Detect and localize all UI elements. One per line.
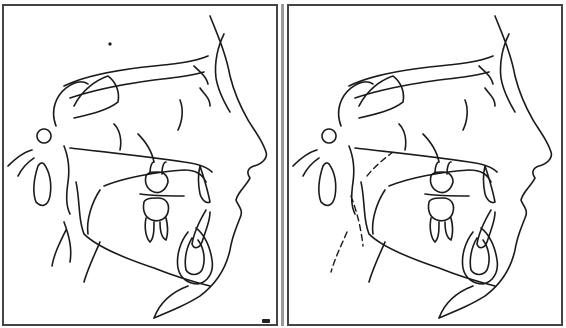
neck-line	[439, 286, 473, 318]
condyle-neck	[64, 146, 70, 214]
ramus-dashed	[367, 152, 393, 176]
condyle-neck	[349, 146, 355, 214]
cephalometric-tracing-left	[4, 6, 276, 324]
tracing-left-lines	[8, 16, 266, 318]
mastoid	[319, 163, 336, 205]
occlusal-line	[140, 194, 184, 196]
lower-molar	[428, 198, 453, 221]
mandible-front	[88, 190, 100, 234]
cranial-base-upper	[64, 56, 208, 86]
pharynx-line	[84, 242, 100, 282]
pharynx-line	[369, 242, 385, 282]
pterygoid	[399, 124, 406, 150]
tracing-right-lines	[293, 16, 551, 318]
corner-mark	[262, 319, 270, 323]
lower-molar-roots	[145, 218, 167, 242]
cranial-base-upper	[349, 56, 493, 86]
nasal-line	[215, 34, 230, 112]
neck-line	[154, 286, 188, 318]
occipital-arc	[8, 150, 34, 176]
mandible-front	[373, 190, 385, 234]
palatal-plane	[70, 148, 212, 172]
orbital-rim	[463, 100, 467, 130]
gonial-angle-dashed	[331, 196, 363, 272]
lower-molar-roots	[430, 218, 452, 242]
porion-ring	[37, 129, 51, 143]
symphysis-outer	[177, 228, 212, 284]
occlusal-line	[425, 194, 469, 196]
upper-incisor	[484, 166, 496, 203]
orbital-rim	[178, 100, 182, 130]
skull-outline	[54, 82, 88, 126]
gonial-angle	[52, 222, 71, 266]
cephalometric-tracing-right	[289, 6, 561, 324]
mastoid	[34, 163, 51, 205]
porion-ring	[322, 129, 336, 143]
upper-incisor	[199, 166, 211, 203]
cephalometric-tracing-panel-right	[287, 4, 563, 326]
skull-outline	[339, 82, 373, 126]
occipital-arc	[293, 150, 319, 176]
panel-divider	[281, 4, 284, 326]
nasal-line	[500, 34, 515, 112]
upper-molar	[145, 172, 168, 193]
upper-molar	[430, 172, 453, 193]
reference-dot	[108, 42, 111, 45]
symphysis-outer	[462, 228, 497, 284]
pterygoid	[114, 124, 121, 150]
cephalometric-tracing-panel-left	[2, 4, 278, 326]
palatal-plane	[355, 148, 497, 172]
lower-molar	[143, 198, 168, 221]
